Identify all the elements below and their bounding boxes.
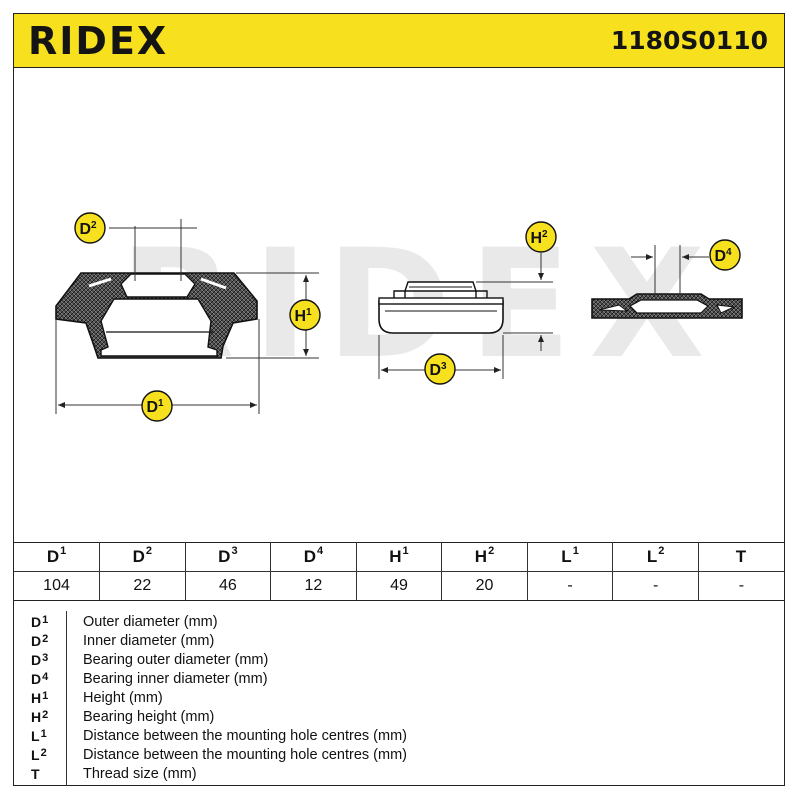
bearing-cross-section xyxy=(591,293,743,319)
specs-table: D1 D2 D3 D4 H1 H2 L1 L2 T 104 22 46 12 4… xyxy=(14,542,784,601)
legend-symbol: L1 xyxy=(31,728,47,744)
legend-description: Bearing inner diameter (mm) xyxy=(83,671,268,687)
mount-cross-section xyxy=(55,272,258,359)
specs-header-t: T xyxy=(697,542,784,572)
legend-description: Thread size (mm) xyxy=(83,766,197,782)
legend-description: Height (mm) xyxy=(83,690,163,706)
svg-text:H2: H2 xyxy=(530,229,548,247)
svg-text:D4: D4 xyxy=(714,247,732,265)
bearing-side-view xyxy=(378,281,504,334)
product-sheet: RIDEX 1180S0110 RIDEX xyxy=(13,13,785,786)
header-bar: RIDEX 1180S0110 xyxy=(14,14,784,68)
svg-text:D2: D2 xyxy=(79,220,97,238)
specs-header-d1: D1 xyxy=(14,542,101,572)
specs-value-h1: 49 xyxy=(355,571,443,601)
drawing-svg: RIDEX xyxy=(55,212,743,422)
part-number: 1180S0110 xyxy=(610,26,768,55)
legend-row-h1: H1 Height (mm) xyxy=(14,689,784,707)
specs-value-l2: - xyxy=(612,571,699,601)
legend-row-d4: D4 Bearing inner diameter (mm) xyxy=(14,670,784,688)
legend-row-d1: D1 Outer diameter (mm) xyxy=(14,613,784,631)
legend-row-d3: D3 Bearing outer diameter (mm) xyxy=(14,651,784,669)
legend-row-l1: L1 Distance between the mounting hole ce… xyxy=(14,727,784,745)
legend-row-l2: L2 Distance between the mounting hole ce… xyxy=(14,746,784,764)
legend: D1 Outer diameter (mm) D2 Inner diameter… xyxy=(14,611,784,786)
legend-symbol: T xyxy=(31,766,40,782)
legend-symbol: D2 xyxy=(31,633,49,649)
callout-d1: D1 xyxy=(141,390,173,422)
brand-name: RIDEX xyxy=(28,19,169,63)
specs-header-l2: L2 xyxy=(612,542,699,572)
callout-d4: D4 xyxy=(709,239,741,271)
legend-description: Distance between the mounting hole centr… xyxy=(83,728,407,744)
legend-description: Distance between the mounting hole centr… xyxy=(83,747,407,763)
callout-h1: H1 xyxy=(289,299,321,331)
legend-row-h2: H2 Bearing height (mm) xyxy=(14,708,784,726)
legend-description: Bearing height (mm) xyxy=(83,709,215,725)
specs-value-h2: 20 xyxy=(441,571,528,601)
specs-header-d2: D2 xyxy=(99,542,186,572)
technical-drawing: RIDEX xyxy=(14,68,784,540)
callout-d3: D3 xyxy=(424,353,456,385)
svg-text:D3: D3 xyxy=(429,361,447,379)
legend-row-t: T Thread size (mm) xyxy=(14,765,784,783)
specs-value-row: 104 22 46 12 49 20 - - - xyxy=(14,571,784,601)
legend-symbol: D1 xyxy=(31,614,49,630)
legend-description: Inner diameter (mm) xyxy=(83,633,215,649)
legend-description: Bearing outer diameter (mm) xyxy=(83,652,269,668)
legend-description: Outer diameter (mm) xyxy=(83,614,218,630)
specs-header-h1: H1 xyxy=(355,542,443,572)
specs-value-d3: 46 xyxy=(184,571,272,601)
specs-header-h2: H2 xyxy=(441,542,528,572)
specs-value-t: - xyxy=(697,571,784,601)
legend-row-d2: D2 Inner diameter (mm) xyxy=(14,632,784,650)
legend-symbol: D3 xyxy=(31,652,49,668)
specs-value-l1: - xyxy=(526,571,614,601)
legend-symbol: H1 xyxy=(31,690,49,706)
specs-value-d1: 104 xyxy=(14,571,101,601)
callout-d2: D2 xyxy=(74,212,106,244)
specs-header-row: D1 D2 D3 D4 H1 H2 L1 L2 T xyxy=(14,542,784,572)
svg-text:H1: H1 xyxy=(294,307,312,325)
legend-divider xyxy=(66,611,67,786)
specs-value-d2: 22 xyxy=(99,571,186,601)
specs-value-d4: 12 xyxy=(270,571,357,601)
legend-symbol: H2 xyxy=(31,709,49,725)
svg-text:D1: D1 xyxy=(146,398,164,416)
specs-header-l1: L1 xyxy=(526,542,614,572)
legend-symbol: D4 xyxy=(31,671,49,687)
specs-header-d4: D4 xyxy=(270,542,357,572)
legend-symbol: L2 xyxy=(31,747,47,763)
brand-logo: RIDEX xyxy=(28,16,168,66)
specs-header-d3: D3 xyxy=(184,542,272,572)
callout-h2: H2 xyxy=(525,221,557,253)
